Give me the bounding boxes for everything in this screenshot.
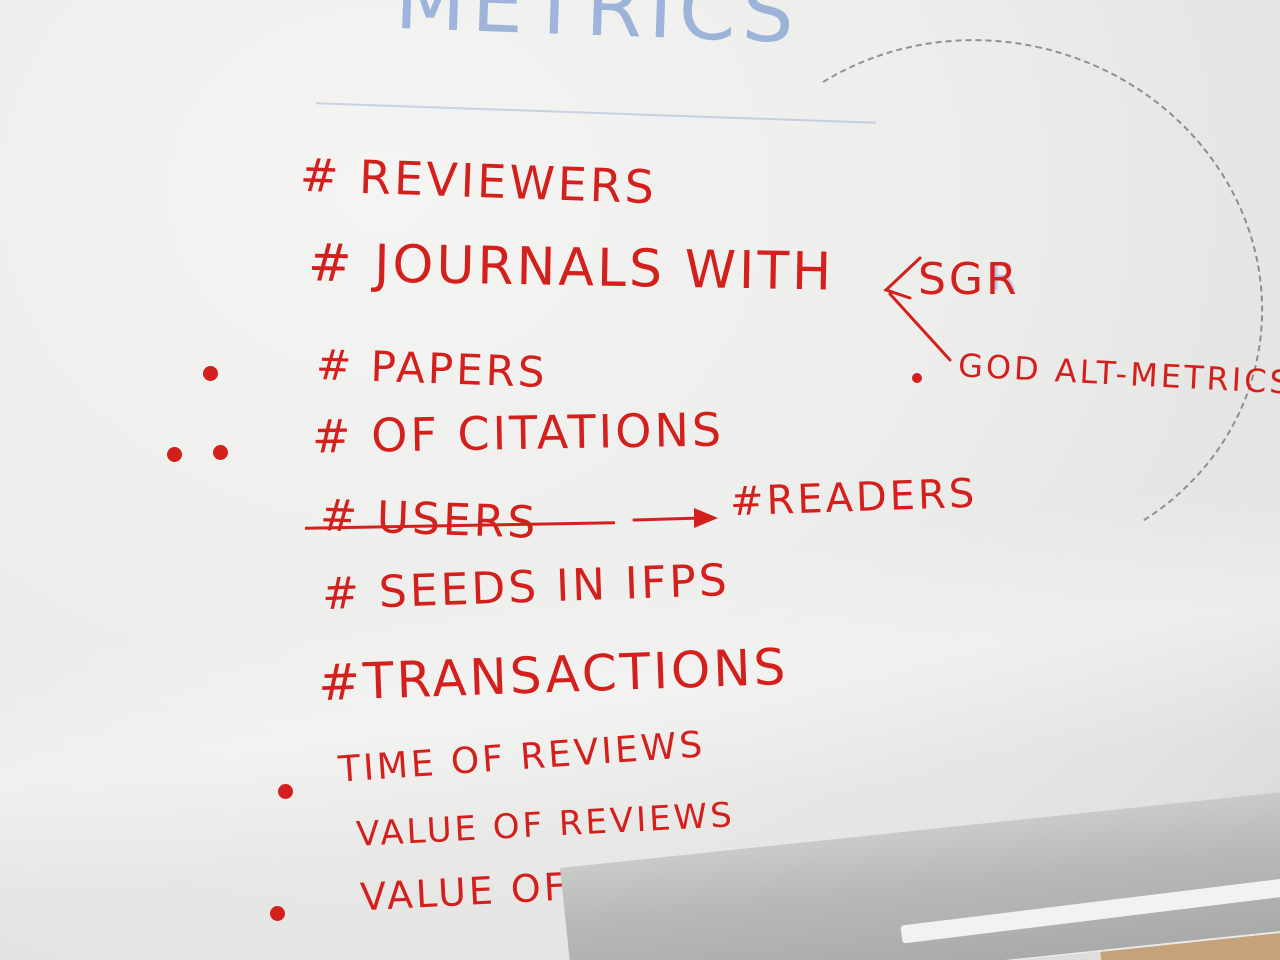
- bullet-dot: [203, 366, 218, 381]
- heading-metrics: METRICS: [393, 0, 802, 63]
- bullet-dot: [278, 784, 293, 799]
- item-citations: # OF CITATIONS: [311, 402, 725, 464]
- bullet-dot: [912, 373, 922, 383]
- bullet-dot: [270, 906, 285, 921]
- bullet-dot: [213, 445, 228, 460]
- item-users-crossed: # USERS: [319, 490, 540, 549]
- item-readers: #READERS: [729, 470, 978, 526]
- bullet-dot: [167, 447, 182, 462]
- ghost-letter: R: [990, 255, 1017, 299]
- item-papers: # PAPERS: [315, 339, 549, 398]
- note-sgr: SGR: [918, 254, 1020, 305]
- item-reviewers: # REVIEWERS: [299, 147, 658, 215]
- item-transactions: #TRANSACTIONS: [317, 637, 790, 713]
- arrow-right-icon: [632, 508, 718, 528]
- item-journals-with: # JOURNALS WITH: [307, 233, 835, 303]
- slash-mark: [883, 256, 952, 362]
